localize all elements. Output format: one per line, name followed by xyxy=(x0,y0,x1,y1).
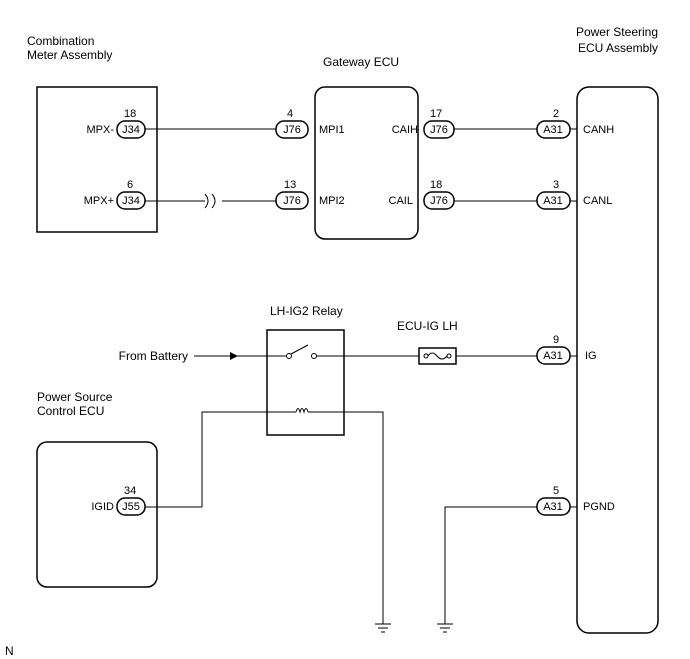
pin-number: 3 xyxy=(553,179,559,191)
connector-gw-mpi1: J76 4 MPI1 xyxy=(275,108,345,139)
relay-title: LH-IG2 Relay xyxy=(270,304,343,318)
connector-gw-caih: J76 17 CAIH xyxy=(392,108,455,139)
fuse-label: ECU-IG LH xyxy=(397,319,458,333)
wire-pgnd xyxy=(444,506,537,624)
pin-number: 6 xyxy=(127,179,133,191)
pin-number: 18 xyxy=(430,179,442,191)
pin-number: 17 xyxy=(430,108,442,120)
signal-label: PGND xyxy=(583,501,615,513)
connector-code: J76 xyxy=(283,195,301,207)
signal-label: MPI2 xyxy=(319,195,345,207)
pin-number: 4 xyxy=(287,108,293,120)
footnote: N xyxy=(5,644,14,658)
signal-label: CANH xyxy=(583,124,614,136)
ground-icon xyxy=(437,623,453,633)
power-steering-ecu-box xyxy=(576,86,659,634)
connector-meter-mpx-minus: J34 18 MPX- xyxy=(87,108,146,139)
fuse-element xyxy=(427,352,448,360)
relay-contact-b xyxy=(311,353,317,359)
pin-number: 9 xyxy=(553,334,559,346)
connector-ps-canl: A31 3 CANL xyxy=(536,179,612,210)
combination-meter-title-2: Meter Assembly xyxy=(27,48,112,62)
connector-code: J34 xyxy=(122,124,140,136)
signal-label: CANL xyxy=(583,195,612,207)
connector-ps-canh: A31 2 CANH xyxy=(536,108,614,139)
pin-number: 34 xyxy=(124,485,136,497)
connector-code: A31 xyxy=(543,501,563,513)
battery-label: From Battery xyxy=(119,349,188,363)
connector-code: J34 xyxy=(122,195,140,207)
signal-label: MPX- xyxy=(87,124,115,136)
combination-meter-box xyxy=(36,86,158,233)
connector-ps-ig: A31 9 IG xyxy=(536,334,597,365)
signal-label: CAIH xyxy=(392,124,418,136)
connector-gw-cail: J76 18 CAIL xyxy=(389,179,455,210)
gateway-ecu-box xyxy=(314,86,419,240)
power-source-title-1: Power Source xyxy=(37,390,113,404)
signal-label: IG xyxy=(585,350,597,362)
power-source-title-2: Control ECU xyxy=(37,404,104,418)
connector-code: J76 xyxy=(430,124,448,136)
connector-code: J76 xyxy=(430,195,448,207)
connector-psc-igid: J55 34 IGID xyxy=(91,485,146,516)
connector-code: J55 xyxy=(122,501,140,513)
wire-igid-coil xyxy=(201,411,296,507)
fuse-terminal-a xyxy=(423,353,429,359)
connector-code: A31 xyxy=(543,195,563,207)
ground-icon xyxy=(375,623,391,633)
fuse-terminal-b xyxy=(446,353,452,359)
relay-coil-icon xyxy=(295,408,309,414)
wire-coil-ground xyxy=(308,411,384,624)
signal-label: CAIL xyxy=(389,195,413,207)
gateway-ecu-title: Gateway ECU xyxy=(323,55,399,69)
connector-gw-mpi2: J76 13 MPI2 xyxy=(275,179,345,210)
battery-arrow-icon xyxy=(230,352,238,360)
signal-label: MPX+ xyxy=(84,195,114,207)
power-steering-title-2: ECU Assembly xyxy=(578,41,658,55)
connector-ps-pgnd: A31 5 PGND xyxy=(536,485,615,516)
pin-number: 18 xyxy=(124,108,136,120)
signal-label: MPI1 xyxy=(319,124,345,136)
connector-code: A31 xyxy=(543,350,563,362)
connector-meter-mpx-plus: J34 6 MPX+ xyxy=(84,179,146,210)
relay-box xyxy=(266,329,345,436)
pin-number: 2 xyxy=(553,108,559,120)
wire-break-icon xyxy=(204,193,216,209)
combination-meter-title-1: Combination xyxy=(27,34,94,48)
pin-number: 5 xyxy=(553,485,559,497)
power-steering-title-1: Power Steering xyxy=(576,25,658,39)
relay-switch-blade xyxy=(290,344,309,355)
signal-label: IGID xyxy=(91,501,114,513)
power-source-ecu-box xyxy=(36,441,158,588)
connector-code: J76 xyxy=(283,124,301,136)
connector-code: A31 xyxy=(543,124,563,136)
pin-number: 13 xyxy=(284,179,296,191)
relay-contact-a xyxy=(286,353,292,359)
